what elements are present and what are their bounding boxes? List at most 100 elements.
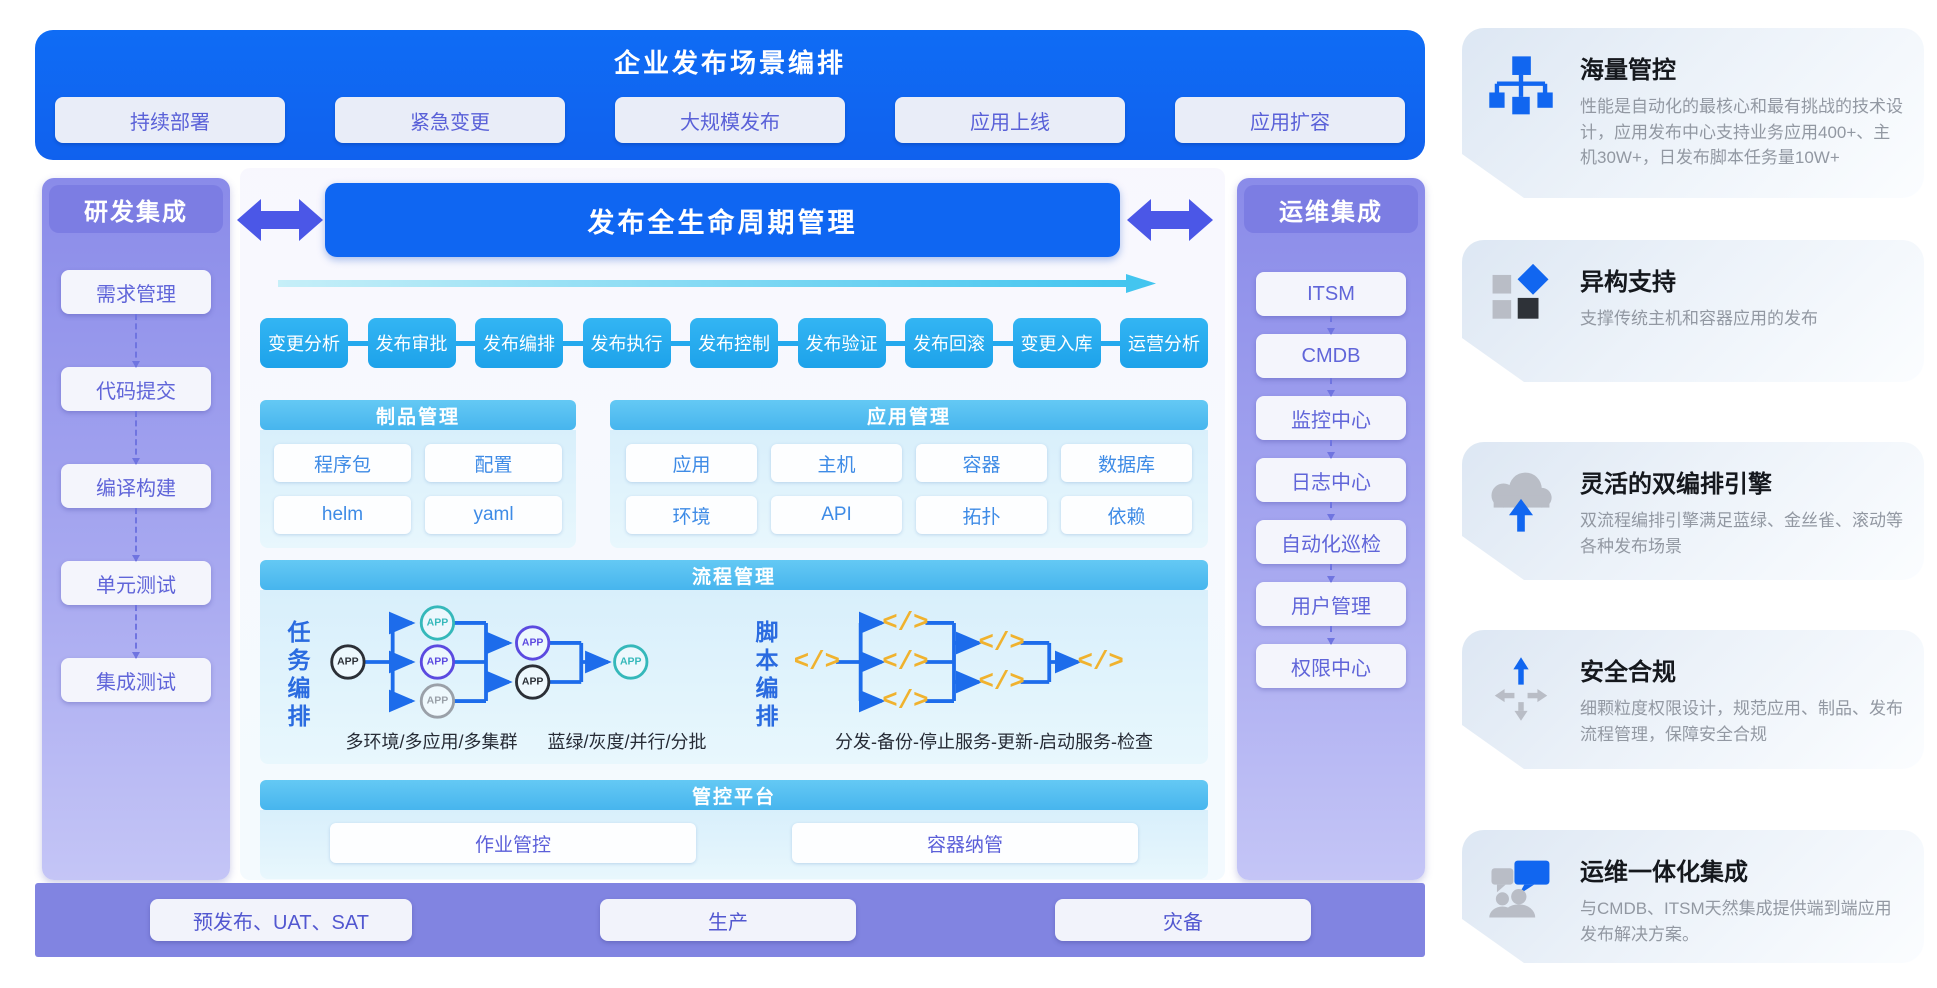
feature-heterogeneous-support: 异构支持 支撑传统主机和容器应用的发布 <box>1462 240 1924 382</box>
double-arrow-icon <box>1127 194 1213 246</box>
code-node: </> <box>1078 648 1124 677</box>
code-node: </> <box>882 687 928 716</box>
feature-massive-control: 海量管控 性能是自动化的最核心和最有挑战的技术设计，应用发布中心支持业务应用40… <box>1462 28 1924 198</box>
hierarchy-icon <box>1462 28 1580 198</box>
blocks-icon <box>1462 240 1580 382</box>
pipeline-step-release-control: 发布控制 <box>690 318 778 368</box>
product-helm: helm <box>274 496 411 534</box>
release-pipeline: 变更分析 发布审批 发布编排 发布执行 发布控制 发布验证 发布回滚 变更入库 … <box>260 318 1208 368</box>
product-yaml: yaml <box>425 496 562 534</box>
pipeline-link <box>1100 340 1120 346</box>
app-node: APP <box>427 696 449 707</box>
cloud-upload-icon <box>1462 442 1580 580</box>
dev-integration-title: 研发集成 <box>49 185 223 233</box>
code-node: </> <box>882 608 928 637</box>
platform-container-management: 容器纳管 <box>792 823 1138 863</box>
ops-log-center: 日志中心 <box>1256 458 1406 502</box>
app-node: APP <box>620 657 642 668</box>
dev-step-requirements: 需求管理 <box>61 270 211 314</box>
code-node: </> <box>978 668 1024 697</box>
app-container: 容器 <box>916 444 1047 482</box>
app-host: 主机 <box>771 444 902 482</box>
dashed-arrow-connector <box>1327 626 1335 645</box>
pipeline-link <box>885 340 905 346</box>
app-node: APP <box>427 617 449 628</box>
code-node: </> <box>978 628 1024 657</box>
dev-step-integration-test: 集成测试 <box>61 658 211 702</box>
app-topology: 拓扑 <box>916 496 1047 534</box>
app-management-title: 应用管理 <box>610 400 1208 430</box>
feature-desc: 双流程编排引擎满足蓝绿、金丝雀、滚动等各种发布场景 <box>1580 511 1903 556</box>
feature-desc: 细颗粒度权限设计，规范应用、制品、发布流程管理，保障安全合规 <box>1580 699 1903 744</box>
control-platform-section: 管控平台 作业管控 容器纳管 <box>260 780 1208 879</box>
env-disaster-recovery: 灾备 <box>1055 899 1311 941</box>
platform-job-control: 作业管控 <box>330 823 696 863</box>
scenario-banner: 企业发布场景编排 持续部署 紧急变更 大规模发布 应用上线 应用扩容 <box>35 30 1425 160</box>
pipeline-link <box>778 340 798 346</box>
feature-dual-orchestration-engine: 灵活的双编排引擎 双流程编排引擎满足蓝绿、金丝雀、滚动等各种发布场景 <box>1462 442 1924 580</box>
dashed-arrow-connector <box>1327 502 1335 521</box>
product-management-title: 制品管理 <box>260 400 576 430</box>
dashed-arrow-connector <box>1327 440 1335 459</box>
ops-permission-center: 权限中心 <box>1256 644 1406 688</box>
pipeline-link <box>563 340 583 346</box>
product-config: 配置 <box>425 444 562 482</box>
feature-title: 灵活的双编排引擎 <box>1580 471 1772 498</box>
app-management-section: 应用管理 应用 主机 容器 数据库 环境 API 拓扑 依赖 <box>610 400 1208 548</box>
dev-step-build: 编译构建 <box>61 464 211 508</box>
ops-auto-inspection: 自动化巡检 <box>1256 520 1406 564</box>
pipeline-step-release-orchestration: 发布编排 <box>475 318 563 368</box>
app-node: APP <box>337 657 359 668</box>
pipeline-link <box>455 340 475 346</box>
scenario-app-launch: 应用上线 <box>895 97 1125 143</box>
pipeline-link <box>993 340 1013 346</box>
feature-ops-integration: 运维一体化集成 与CMDB、ITSM天然集成提供端到端应用发布解决方案。 <box>1462 830 1924 963</box>
ops-user-management: 用户管理 <box>1256 582 1406 626</box>
feature-desc: 与CMDB、ITSM天然集成提供端到端应用发布解决方案。 <box>1580 899 1892 944</box>
dashed-arrow-connector <box>132 411 140 465</box>
chat-users-icon <box>1462 830 1580 963</box>
ops-integration-panel: 运维集成 ITSM CMDB 监控中心 日志中心 自动化巡检 用户管理 权限中心 <box>1237 178 1425 880</box>
process-management-title: 流程管理 <box>260 560 1208 590</box>
script-orchestration-caption: 分发-备份-停止服务-更新-启动服务-检查 <box>835 728 1153 754</box>
feature-title: 海量管控 <box>1580 57 1676 84</box>
scenario-large-scale-release: 大规模发布 <box>615 97 845 143</box>
task-orchestration: 任务编排 <box>266 598 734 754</box>
app-application: 应用 <box>626 444 757 482</box>
dashed-arrow-connector <box>1327 378 1335 397</box>
pipeline-link <box>670 340 690 346</box>
pipeline-step-release-verification: 发布验证 <box>797 318 886 368</box>
dev-step-code-commit: 代码提交 <box>61 367 211 411</box>
ops-flow: ITSM CMDB 监控中心 日志中心 自动化巡检 用户管理 权限中心 <box>1237 240 1425 688</box>
script-orchestration-flow-diagram: </> </> </> </> </> </> </> <box>794 608 1124 716</box>
expand-arrows-icon <box>1462 630 1580 769</box>
dashed-arrow-connector <box>132 605 140 659</box>
feature-title: 安全合规 <box>1580 659 1676 686</box>
task-orchestration-caption: 多环境/多应用/多集群 蓝绿/灰度/并行/分批 <box>345 728 706 754</box>
scenario-emergency-change: 紧急变更 <box>335 97 565 143</box>
caption-multi-env: 多环境/多应用/多集群 <box>345 732 518 752</box>
app-node: APP <box>427 657 449 668</box>
ops-monitoring-center: 监控中心 <box>1256 396 1406 440</box>
dev-integration-panel: 研发集成 需求管理 代码提交 编译构建 单元测试 集成测试 <box>42 178 230 880</box>
caption-blue-green: 蓝绿/灰度/并行/分批 <box>547 732 707 752</box>
script-orchestration: 脚本编排 </> < <box>734 598 1202 754</box>
pipeline-step-release-rollback: 发布回滚 <box>905 318 993 368</box>
app-dependency: 依赖 <box>1061 496 1192 534</box>
env-pre-release: 预发布、UAT、SAT <box>150 899 412 941</box>
dashed-arrow-connector <box>132 508 140 562</box>
banner-title: 企业发布场景编排 <box>613 48 846 78</box>
product-package: 程序包 <box>274 444 411 482</box>
feature-desc: 性能是自动化的最核心和最有挑战的技术设计，应用发布中心支持业务应用400+、主机… <box>1580 97 1903 167</box>
app-node: APP <box>522 677 544 688</box>
scenario-app-scaling: 应用扩容 <box>1175 97 1405 143</box>
ops-cmdb: CMDB <box>1256 334 1406 378</box>
scenario-buttons: 持续部署 紧急变更 大规模发布 应用上线 应用扩容 <box>35 97 1425 143</box>
pipeline-step-release-approval: 发布审批 <box>367 318 456 368</box>
process-management-section: 流程管理 任务编排 <box>260 560 1208 764</box>
code-node: </> <box>794 648 840 677</box>
pipeline-step-change-archive: 变更入库 <box>1012 318 1101 368</box>
app-environment: 环境 <box>626 496 757 534</box>
environments-bar: 预发布、UAT、SAT 生产 灾备 <box>35 883 1425 957</box>
pipeline-link <box>348 340 368 346</box>
